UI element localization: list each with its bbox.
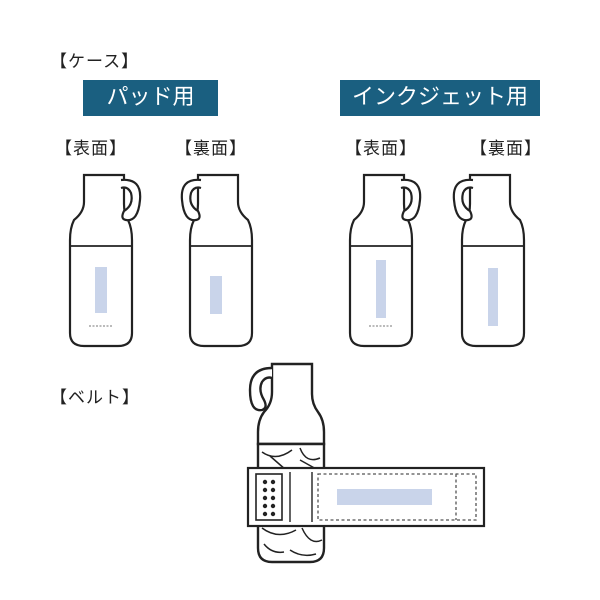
pad-back-bottle-icon <box>180 173 254 348</box>
inkjet-front-bottle-icon <box>348 173 422 348</box>
case-heading: 【ケース】 <box>50 52 140 72</box>
print-area-marker <box>488 268 498 326</box>
inkjet-print-banner: インクジェット用 <box>340 80 540 116</box>
pad-front-label: 【表面】 <box>55 139 127 159</box>
inkjet-back-bottle-icon <box>452 173 526 348</box>
print-area-marker <box>210 276 222 314</box>
inkjet-back-label: 【裏面】 <box>470 139 542 159</box>
inkjet-front-label: 【表面】 <box>345 139 417 159</box>
belt-icon <box>246 466 486 528</box>
pad-back-label: 【裏面】 <box>175 139 247 159</box>
print-area-marker <box>376 260 386 318</box>
belt-bottle-icon <box>248 362 326 564</box>
print-area-marker <box>95 267 107 313</box>
belt-heading: 【ベルト】 <box>50 388 140 408</box>
pad-print-banner: パッド用 <box>83 80 218 116</box>
belt-print-area-marker <box>337 489 432 505</box>
pad-front-bottle-icon <box>68 173 142 348</box>
